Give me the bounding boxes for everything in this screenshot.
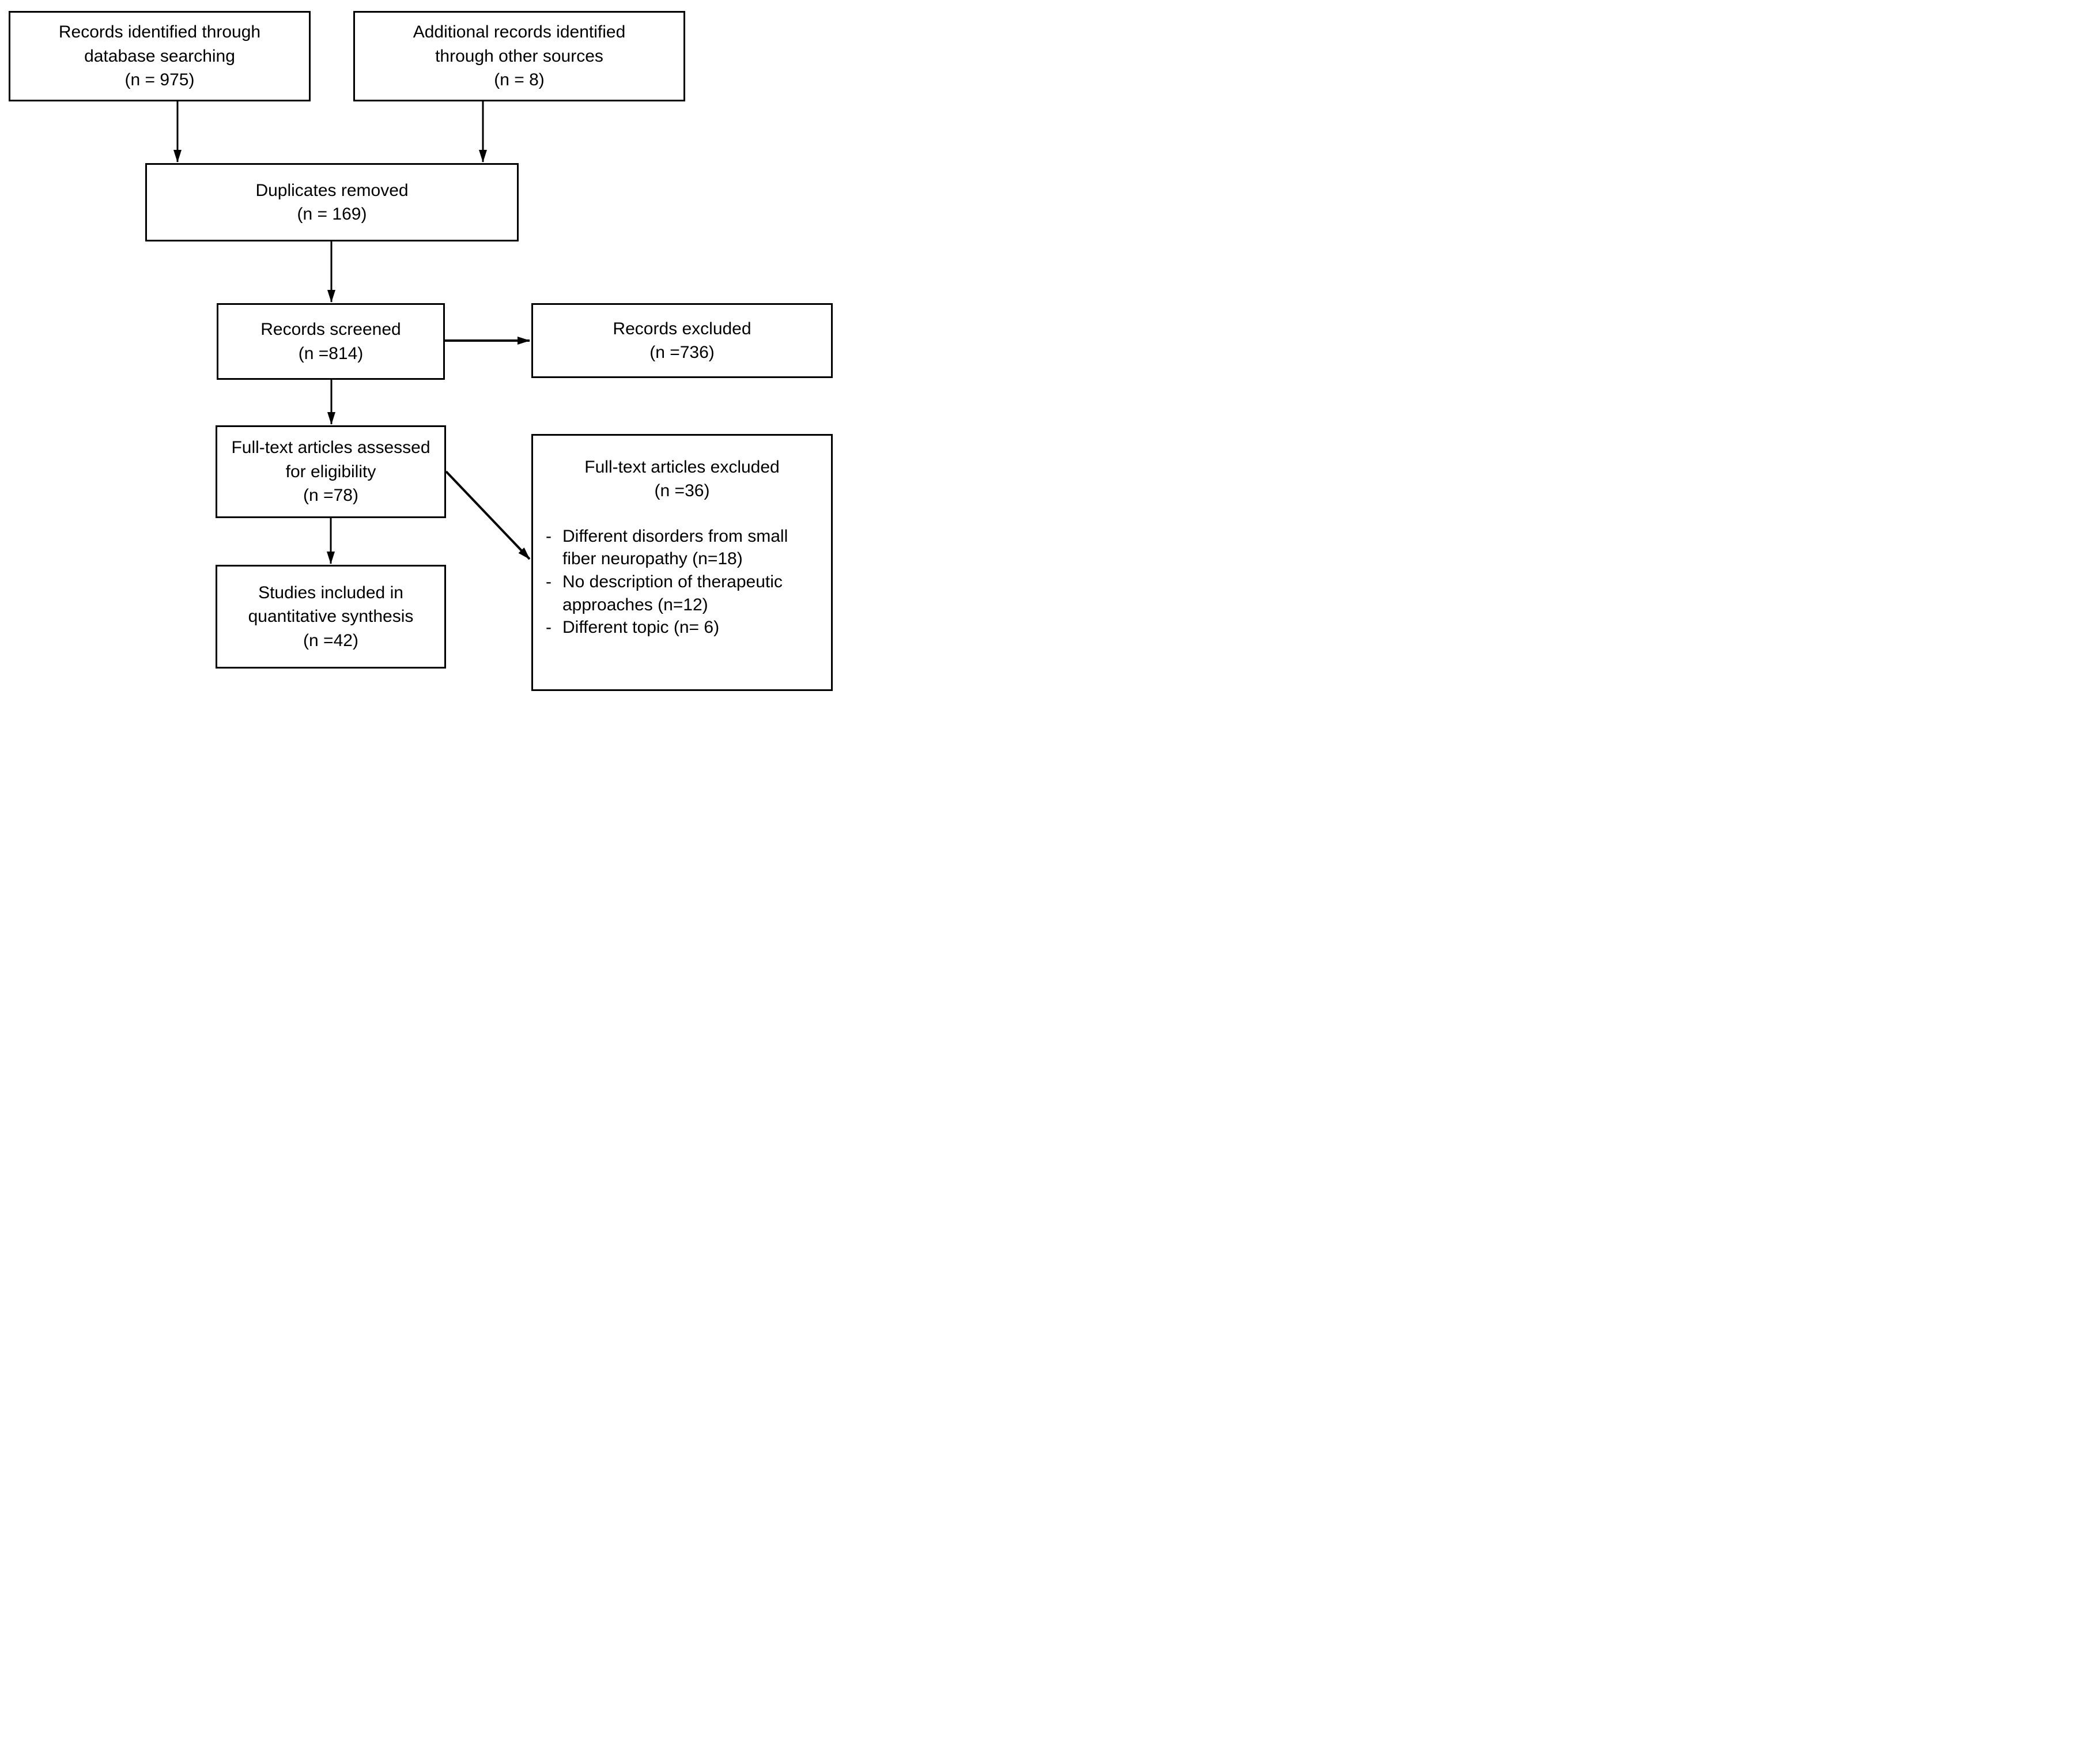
box-additional-records: Additional records identified through ot…	[353, 11, 685, 101]
box-records-excluded: Records excluded (n =736)	[531, 303, 833, 378]
box-fulltext-assessed-count: (n =78)	[303, 486, 358, 505]
exclusion-reason-text: Different disorders from small fiber neu…	[562, 525, 823, 571]
box-fulltext-excluded-line1: Full-text articles excluded	[584, 458, 780, 477]
bullet-dash: -	[546, 572, 552, 591]
exclusion-reason-line: No description of therapeutic	[562, 572, 783, 591]
box-fulltext-assessed-line2: for eligibility	[285, 462, 376, 481]
bullet-dash: -	[546, 526, 552, 546]
exclusion-reason-text: Different topic (n= 6)	[562, 616, 823, 639]
box-duplicates-removed-count: (n = 169)	[297, 205, 367, 224]
exclusion-reason-line: approaches (n=12)	[562, 595, 708, 614]
box-records-identified: Records identified through database sear…	[9, 11, 311, 101]
box-fulltext-excluded-count: (n =36)	[654, 481, 710, 501]
box-records-identified-line1: Records identified through	[58, 22, 261, 42]
arrow-fulltext-to-fulltext-excluded	[445, 470, 531, 560]
box-studies-included: Studies included in quantitative synthes…	[216, 565, 446, 669]
bullet-dash: -	[546, 618, 552, 637]
exclusion-reason-text: No description of therapeutic approaches…	[562, 571, 823, 616]
exclusion-reason-item: - No description of therapeutic approach…	[546, 571, 823, 616]
box-fulltext-excluded: Full-text articles excluded (n =36) - Di…	[531, 434, 833, 691]
exclusion-reason-list: - Different disorders from small fiber n…	[533, 525, 831, 639]
box-duplicates-removed: Duplicates removed (n = 169)	[145, 163, 519, 241]
exclusion-reason-item: - Different disorders from small fiber n…	[546, 525, 823, 571]
box-records-screened-count: (n =814)	[298, 343, 364, 363]
box-records-excluded-count: (n =736)	[649, 343, 715, 362]
exclusion-reason-line: Different topic (n= 6)	[562, 618, 720, 637]
box-studies-included-line2: quantitative synthesis	[248, 607, 414, 626]
box-fulltext-excluded-heading: Full-text articles excluded (n =36)	[533, 455, 831, 503]
box-records-identified-count: (n = 975)	[124, 70, 195, 90]
box-fulltext-assessed: Full-text articles assessed for eligibil…	[216, 425, 446, 518]
exclusion-reason-item: - Different topic (n= 6)	[546, 616, 823, 639]
box-additional-records-line1: Additional records identified	[413, 22, 626, 42]
box-additional-records-line2: through other sources	[435, 46, 603, 66]
box-records-identified-line2: database searching	[84, 46, 235, 66]
box-records-screened-line1: Records screened	[260, 320, 401, 339]
box-records-screened: Records screened (n =814)	[217, 303, 445, 380]
box-fulltext-assessed-line1: Full-text articles assessed	[231, 438, 430, 458]
box-studies-included-count: (n =42)	[303, 631, 358, 650]
box-studies-included-line1: Studies included in	[258, 583, 403, 602]
exclusion-reason-line: fiber neuropathy (n=18)	[562, 549, 743, 569]
box-records-excluded-line1: Records excluded	[613, 319, 751, 338]
exclusion-reason-line: Different disorders from small	[562, 526, 788, 546]
prisma-flow-diagram: Records identified through database sear…	[0, 0, 841, 700]
box-duplicates-removed-line1: Duplicates removed	[255, 180, 409, 200]
box-additional-records-count: (n = 8)	[494, 70, 545, 90]
